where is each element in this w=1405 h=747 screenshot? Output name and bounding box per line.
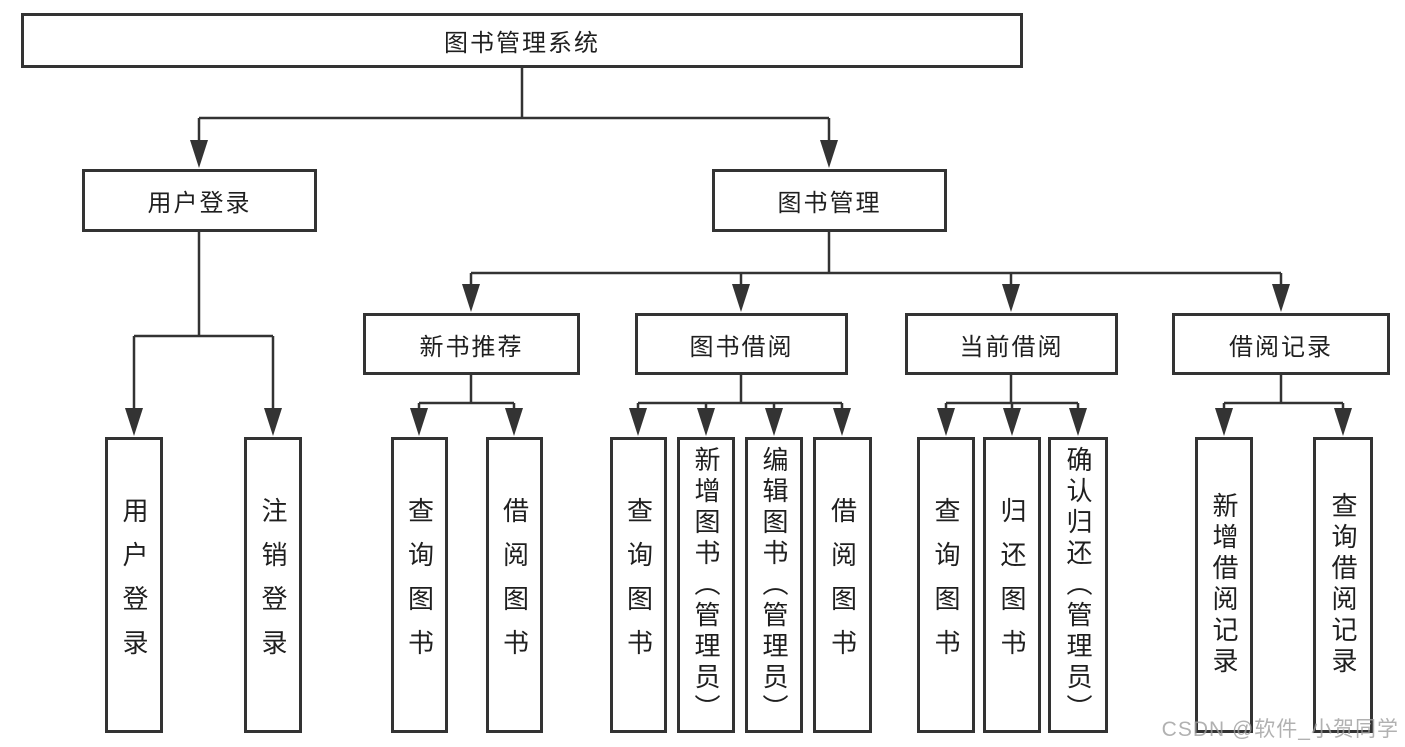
node-label: 借阅图书 — [827, 497, 858, 673]
leaf-logout: 注销登录 — [244, 437, 302, 733]
arrowheads — [125, 140, 1352, 436]
node-label: 图书管理系统 — [444, 30, 600, 57]
node-label: 查询图书 — [404, 497, 435, 673]
node-label: 查询图书 — [623, 497, 654, 673]
node-user-login: 用户登录 — [82, 169, 317, 232]
node-label: 新增图书（管理员） — [691, 445, 721, 725]
node-book-borrow: 图书借阅 — [635, 313, 848, 375]
leaf-query-books-recommend: 查询图书 — [391, 437, 448, 733]
node-label: 归还图书 — [997, 497, 1027, 673]
node-label: 新书推荐 — [419, 333, 524, 361]
leaf-return-books: 归还图书 — [983, 437, 1041, 733]
node-label: 注销登录 — [258, 497, 288, 673]
node-label: 用户登录 — [119, 497, 149, 673]
node-label: 图书管理 — [777, 190, 882, 217]
csdn-watermark: CSDN @软件_小贺同学 — [1161, 718, 1399, 741]
leaf-add-books-admin: 新增图书（管理员） — [677, 437, 735, 733]
node-label: 用户登录 — [147, 190, 252, 217]
leaf-user-login: 用户登录 — [105, 437, 163, 733]
node-label: 编辑图书（管理员） — [759, 445, 789, 725]
leaf-add-borrow-record: 新增借阅记录 — [1195, 437, 1253, 733]
node-label: 新增借阅记录 — [1209, 492, 1239, 678]
leaf-query-borrow-record: 查询借阅记录 — [1313, 437, 1373, 733]
node-book-management: 图书管理 — [712, 169, 947, 232]
node-label: 借阅记录 — [1229, 333, 1333, 361]
node-label: 当前借阅 — [959, 333, 1064, 361]
node-label: 借阅图书 — [499, 497, 530, 673]
leaf-borrow-books: 借阅图书 — [813, 437, 872, 733]
node-library-management-system: 图书管理系统 — [21, 13, 1023, 68]
leaf-edit-books-admin: 编辑图书（管理员） — [745, 437, 803, 733]
node-new-book-recommend: 新书推荐 — [363, 313, 580, 375]
node-label: 图书借阅 — [689, 333, 794, 361]
node-label: 查询图书 — [931, 497, 961, 673]
leaf-confirm-return-admin: 确认归还（管理员） — [1048, 437, 1108, 733]
node-borrow-records: 借阅记录 — [1172, 313, 1390, 375]
node-label: 查询借阅记录 — [1328, 492, 1358, 678]
node-current-borrow: 当前借阅 — [905, 313, 1118, 375]
leaf-borrow-books-recommend: 借阅图书 — [486, 437, 543, 733]
leaf-query-books-current: 查询图书 — [917, 437, 975, 733]
node-label: 确认归还（管理员） — [1063, 445, 1093, 725]
leaf-query-books-borrow: 查询图书 — [610, 437, 667, 733]
